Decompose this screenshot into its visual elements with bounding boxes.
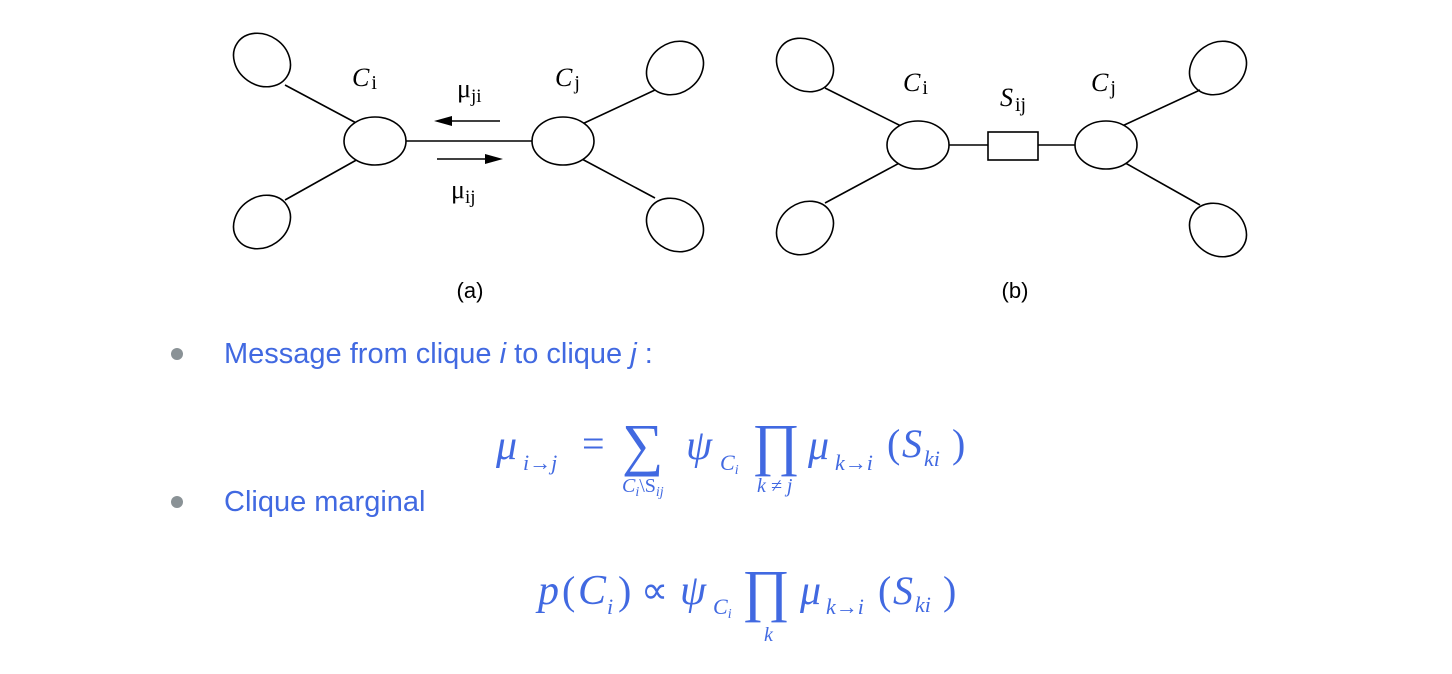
edge xyxy=(284,157,361,201)
leaf-clique xyxy=(775,200,835,256)
svg-text:μ: μ xyxy=(495,423,517,469)
edge xyxy=(824,87,906,129)
label-mu-ji: μji xyxy=(457,74,482,107)
clique-cj xyxy=(1074,120,1138,170)
svg-text:∏: ∏ xyxy=(742,558,790,623)
svg-text:∑: ∑ xyxy=(622,412,663,477)
svg-text:i: i xyxy=(607,594,613,619)
svg-text:S: S xyxy=(902,421,922,466)
leaf-clique xyxy=(645,197,705,253)
svg-text:∏: ∏ xyxy=(752,412,800,477)
svg-text:ψ: ψ xyxy=(680,568,707,614)
svg-text:i→j: i→j xyxy=(523,450,557,475)
leaf-clique xyxy=(1188,202,1248,258)
edge xyxy=(579,157,656,199)
bullet-dot xyxy=(171,348,183,360)
label-b: (b) xyxy=(1002,278,1029,303)
leaf-clique xyxy=(232,32,292,88)
edge xyxy=(824,159,906,204)
leaf-clique xyxy=(232,194,292,250)
svg-text:μ: μ xyxy=(799,568,821,614)
diagram-b xyxy=(775,37,1248,258)
bullet-text: Message from clique i to clique j : xyxy=(224,338,653,370)
svg-text:): ) xyxy=(943,568,956,613)
clique-ci xyxy=(886,120,950,170)
arrowhead-right xyxy=(485,154,503,164)
edge xyxy=(1119,159,1201,206)
label-mu-ij: μij xyxy=(451,175,476,208)
svg-text:S: S xyxy=(893,568,913,613)
arrowhead-left xyxy=(434,116,452,126)
clique-ci xyxy=(343,116,407,166)
bullet-text: Clique marginal xyxy=(224,486,426,518)
bullet-marginal: Clique marginal xyxy=(0,482,1452,522)
label-a: (a) xyxy=(457,278,484,303)
edge xyxy=(579,89,656,126)
svg-text:Ci: Ci xyxy=(720,450,739,478)
leaf-clique xyxy=(645,40,705,96)
edge xyxy=(1119,89,1201,128)
svg-text:(: ( xyxy=(878,568,891,613)
svg-text:): ) xyxy=(952,421,965,466)
leaf-clique xyxy=(775,37,835,93)
svg-text:k: k xyxy=(764,624,774,646)
svg-text:μ: μ xyxy=(807,423,829,469)
leaf-clique xyxy=(1188,40,1248,96)
svg-text:Ci: Ci xyxy=(713,594,732,622)
edge xyxy=(284,84,361,126)
bullet-message: Message from clique i to clique j : xyxy=(0,334,1452,374)
svg-text:C: C xyxy=(578,568,607,614)
svg-text:k→i: k→i xyxy=(835,450,873,475)
svg-text:ki: ki xyxy=(924,446,940,471)
svg-text:(: ( xyxy=(887,421,900,466)
diagram-a xyxy=(232,32,705,253)
svg-text:): ) xyxy=(618,568,631,613)
svg-text:ψ: ψ xyxy=(686,423,713,469)
formula-marginal: p ( C i ) ∝ ψ Ci ∏ k μ k→i ( S ki ) xyxy=(535,558,956,646)
svg-text:=: = xyxy=(582,421,605,466)
bullet-dot xyxy=(171,496,183,508)
svg-text:(: ( xyxy=(562,568,575,613)
clique-cj xyxy=(531,116,595,166)
svg-text:k→i: k→i xyxy=(826,594,864,619)
svg-text:∝: ∝ xyxy=(641,570,668,612)
svg-text:ki: ki xyxy=(915,592,931,617)
svg-text:p: p xyxy=(535,568,559,614)
separator-box xyxy=(987,131,1039,161)
